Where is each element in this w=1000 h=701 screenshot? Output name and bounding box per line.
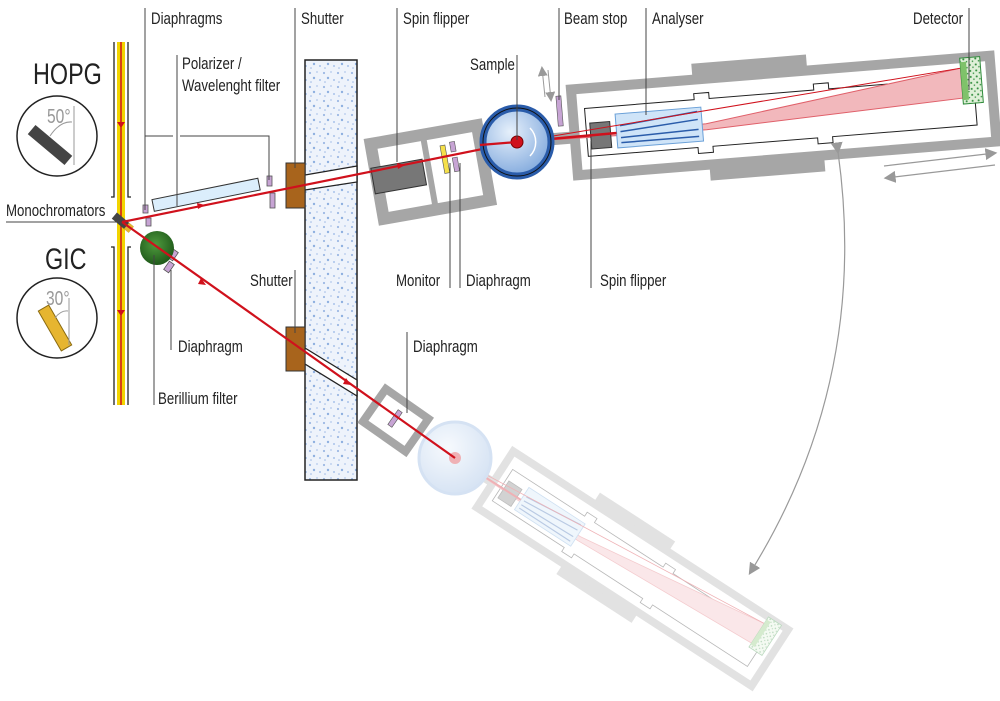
upper-beam bbox=[121, 140, 518, 224]
leader-lines bbox=[6, 8, 970, 413]
label-monochromators: Monochromators bbox=[6, 202, 106, 221]
rotation-arrow bbox=[748, 141, 846, 576]
label-monitor: Monitor bbox=[396, 272, 440, 291]
label-diaphragms: Diaphragms bbox=[151, 10, 223, 29]
label-diaphragm-ghost: Diaphragm bbox=[413, 338, 478, 357]
shielding-wall bbox=[304, 59, 358, 481]
label-diaphragm-lower: Diaphragm bbox=[178, 338, 243, 357]
detector-arm bbox=[512, 40, 998, 196]
ghost-detector-arm bbox=[417, 416, 795, 696]
label-gic: GIC bbox=[45, 242, 87, 275]
lower-beam bbox=[121, 221, 456, 459]
label-hopg: HOPG bbox=[33, 57, 102, 90]
label-diaphragm-monitor: Diaphragm bbox=[466, 272, 531, 291]
label-shutter-bottom: Shutter bbox=[250, 272, 293, 291]
beam-stop-motion-arrows bbox=[537, 66, 556, 102]
spin-flipper-frame bbox=[363, 118, 498, 226]
ghost-diaphragm-box bbox=[357, 383, 435, 458]
label-detector: Detector bbox=[913, 10, 963, 29]
beam-stop bbox=[555, 95, 564, 127]
label-berillium-filter: Berillium filter bbox=[158, 390, 238, 409]
label-polarizer: Polarizer / bbox=[182, 55, 242, 74]
hopg-angle: 50° bbox=[47, 105, 71, 127]
labels: HOPG GIC Monochromators Diaphragms Polar… bbox=[6, 10, 963, 409]
label-shutter-top: Shutter bbox=[301, 10, 344, 29]
label-spin-flipper-top: Spin flipper bbox=[403, 10, 469, 29]
label-beam-stop: Beam stop bbox=[564, 10, 627, 29]
label-wavelength-filter: Wavelenght filter bbox=[182, 77, 280, 96]
hopg-inset: 50° bbox=[16, 95, 98, 177]
label-sample: Sample bbox=[470, 56, 515, 75]
label-analyser: Analyser bbox=[652, 10, 704, 29]
label-spin-flipper-bottom: Spin flipper bbox=[600, 272, 666, 291]
polarizer bbox=[151, 177, 261, 212]
translation-arrows bbox=[883, 148, 998, 183]
gic-angle: 30° bbox=[46, 287, 70, 309]
gic-inset: 30° bbox=[16, 277, 98, 359]
sample bbox=[479, 104, 555, 180]
